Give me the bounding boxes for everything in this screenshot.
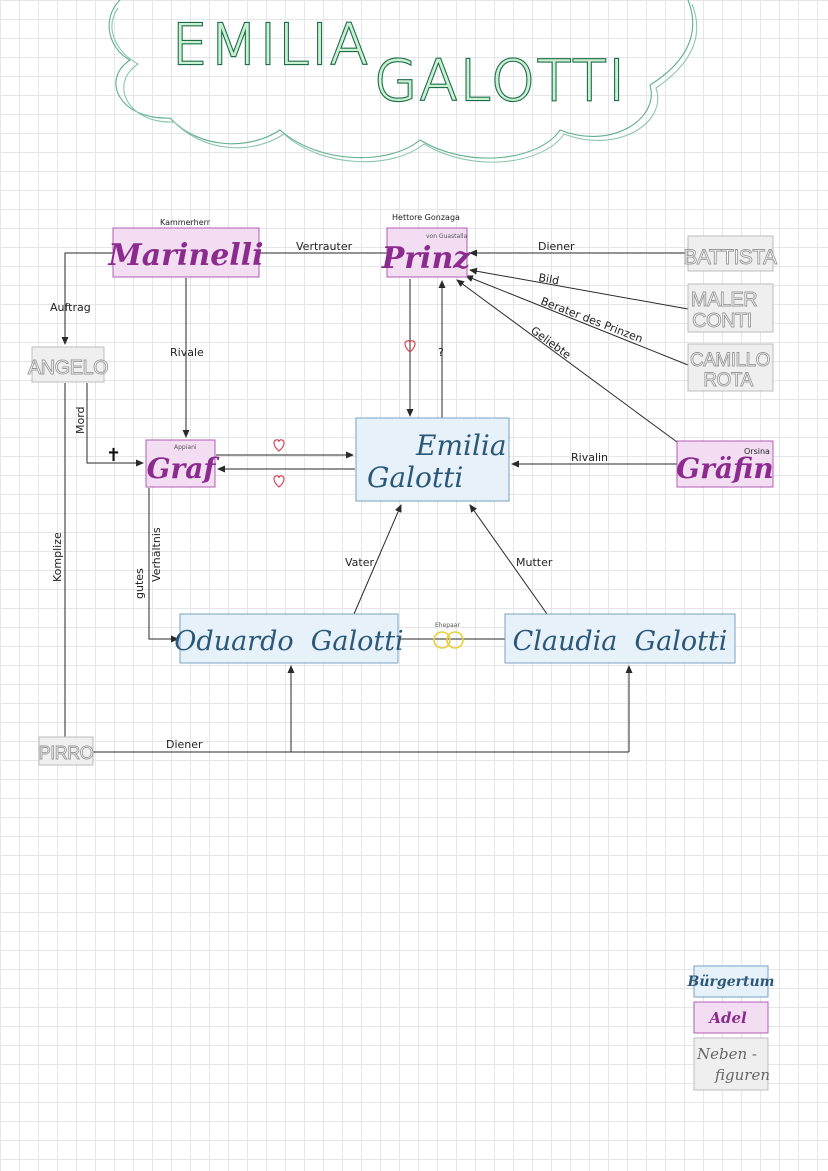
label-diener-pirro: Diener [166, 738, 203, 751]
label-gutes: gutes [133, 568, 146, 599]
name-pirro: PIRRO [39, 743, 94, 763]
character-graefin: Gräfin [676, 440, 774, 488]
subtitle-prinz: von Guastalla [426, 233, 468, 240]
label-diener-battista: Diener [538, 240, 575, 253]
label-bild: Bild [537, 271, 560, 287]
name-emilia-line-2: Galotti [367, 461, 463, 494]
name-claudia: Claudia Galotti [513, 626, 728, 657]
name-angelo: ANGELO [28, 357, 108, 379]
character-claudia: Claudia Galotti [504, 613, 736, 664]
legend-buergertum: Bürgertum [687, 965, 775, 998]
character-angelo: ANGELO [27, 346, 109, 383]
name-camillo-rota-line-1: CAMILLO [690, 350, 770, 371]
label-komplize: Komplize [51, 532, 64, 582]
name-camillo-rota-line-2: ROTA [703, 370, 753, 391]
title-prinz: Hettore Gonzaga [392, 213, 460, 222]
name-maler-conti-line-2: CONTI [692, 310, 752, 332]
character-camillo-rota: CAMILLO ROTA [687, 343, 774, 392]
label-auftrag: Auftrag [50, 301, 91, 314]
heart-icon [404, 340, 416, 353]
connection-lines [61, 249, 689, 753]
label-mord: Mord [74, 406, 87, 434]
title-marinelli: Kammerherr [160, 218, 211, 227]
name-maler-conti-line-1: MALER [691, 289, 757, 311]
legend-nebenfiguren-line-1: Neben - [696, 1045, 757, 1063]
character-oduardo: Oduardo Galotti [174, 613, 404, 664]
name-battista: BATTISTA [683, 246, 777, 269]
title-line-2: GALOTTI [374, 49, 627, 114]
legend-adel-label: Adel [707, 1009, 747, 1027]
character-marinelli: Marinelli [108, 227, 264, 278]
name-marinelli: Marinelli [108, 238, 264, 273]
label-rivale: Rivale [170, 346, 204, 359]
legend-nebenfiguren-line-2: figuren [714, 1066, 770, 1084]
character-prinz: Prinz [381, 227, 472, 278]
character-emilia: Emilia Galotti [355, 417, 510, 502]
label-ehepaar: Ehepaar [435, 622, 460, 629]
heart-icon [273, 439, 285, 452]
character-graf: Graf [145, 439, 221, 488]
label-verhaeltnis: Verhältnis [150, 527, 163, 582]
name-graefin: Gräfin [676, 452, 774, 485]
cross-icon: ✝ [106, 445, 121, 466]
label-question: ? [438, 346, 444, 359]
label-vertrauter: Vertrauter [296, 240, 353, 253]
character-maler-conti: MALER CONTI [687, 283, 774, 333]
label-geliebte: Geliebte [528, 324, 573, 362]
label-vater: Vater [345, 556, 374, 569]
name-graf: Graf [147, 452, 221, 485]
title-line-1: EMILIA [172, 13, 370, 78]
title-cloud [108, 0, 698, 163]
legend-nebenfiguren: Neben - figuren [693, 1037, 770, 1091]
legend: Bürgertum Adel Neben - figuren [687, 965, 775, 1091]
legend-adel: Adel [693, 1001, 769, 1034]
title-graf: Appiani [174, 444, 197, 451]
title-graefin: Orsina [744, 447, 770, 456]
label-mutter: Mutter [516, 556, 553, 569]
name-oduardo: Oduardo Galotti [174, 626, 403, 657]
legend-buergertum-label: Bürgertum [687, 974, 775, 990]
character-battista: BATTISTA [683, 235, 778, 272]
wedding-rings-icon [433, 631, 464, 649]
name-prinz: Prinz [381, 241, 472, 276]
character-pirro: PIRRO [38, 736, 95, 766]
name-emilia-line-1: Emilia [415, 429, 507, 462]
label-rivalin: Rivalin [571, 451, 608, 464]
heart-icon [273, 475, 285, 488]
